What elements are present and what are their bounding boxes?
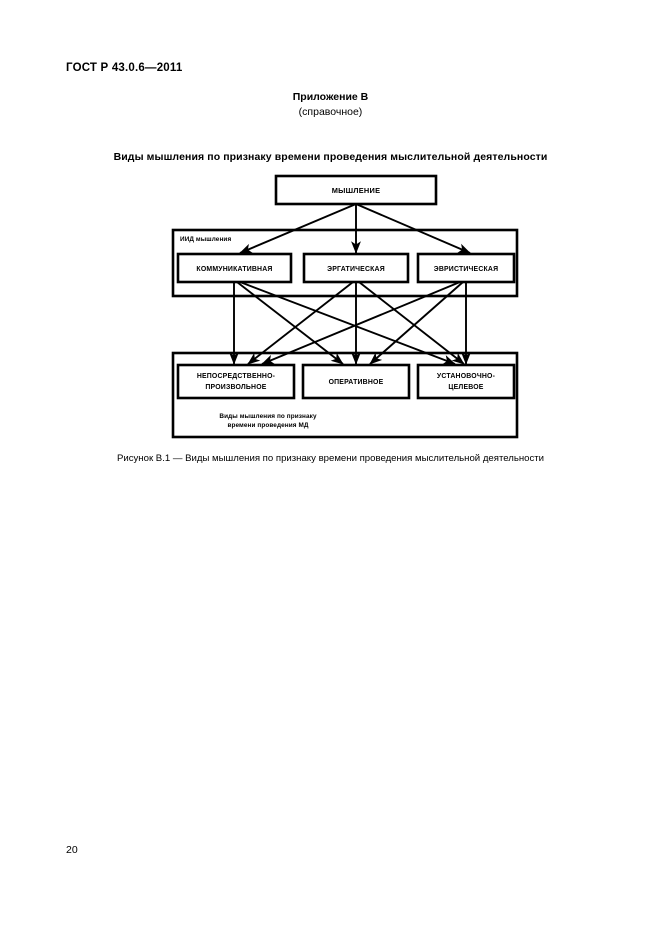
node-label-target-setting-line2: ЦЕЛЕВОЕ xyxy=(448,384,483,391)
node-label-target-setting-line1: УСТАНОВОЧНО- xyxy=(437,373,496,380)
group-label-types-line1: Виды мышления по признаку xyxy=(219,413,317,420)
thinking-types-diagram: ИИД мышления Виды мышления по признаку в… xyxy=(171,174,519,439)
node-box-direct-voluntary[interactable] xyxy=(176,363,296,400)
node-box-thinking[interactable] xyxy=(274,174,438,206)
node-box-target-setting[interactable] xyxy=(416,363,516,400)
group-label-iid: ИИД мышления xyxy=(180,236,231,243)
node-label-communicative: КОММУНИКАТИВНАЯ xyxy=(196,266,272,273)
node-label-direct-voluntary-line2: ПРОИЗВОЛЬНОЕ xyxy=(205,384,266,391)
node-box-operative[interactable] xyxy=(301,363,411,400)
standard-number: ГОСТ Р 43.0.6—2011 xyxy=(66,62,183,74)
edge-ergatic-to-direct xyxy=(247,281,354,365)
diagram-container: ИИД мышления Виды мышления по признаку в… xyxy=(0,168,661,448)
node-label-ergatic: ЭРГАТИЧЕСКАЯ xyxy=(327,266,385,273)
figure-title: Виды мышления по признаку времени провед… xyxy=(113,151,548,163)
node-box-communicative[interactable] xyxy=(176,252,293,284)
edge-heuristic-to-direct xyxy=(261,281,461,365)
node-label-operative: ОПЕРАТИВНОЕ xyxy=(329,379,384,386)
node-box-heuristic[interactable] xyxy=(416,252,516,284)
group-label-types-line2: времени проведения МД xyxy=(227,422,308,429)
annex-heading: Приложение В (справочное) xyxy=(0,90,661,120)
edge-communicative-to-operative xyxy=(236,281,344,365)
annex-subtitle: (справочное) xyxy=(298,106,363,118)
edge-communicative-to-target xyxy=(239,281,456,365)
node-label-direct-voluntary-line1: НЕПОСРЕДСТВЕННО- xyxy=(197,373,276,380)
edge-root-to-communicative xyxy=(239,203,357,254)
annex-title: Приложение В xyxy=(292,91,369,103)
group-box-types xyxy=(171,351,519,439)
node-box-ergatic[interactable] xyxy=(302,252,410,284)
group-box-iid xyxy=(171,228,519,298)
node-label-heuristic: ЭВРИСТИЧЕСКАЯ xyxy=(434,266,499,273)
edge-root-to-heuristic xyxy=(355,203,471,254)
node-label-thinking: МЫШЛЕНИЕ xyxy=(332,186,381,195)
page-number: 20 xyxy=(66,844,78,856)
edge-heuristic-to-operative xyxy=(369,281,464,365)
edge-ergatic-to-target xyxy=(358,281,465,365)
figure-caption: Рисунок В.1 — Виды мышления по признаку … xyxy=(116,453,545,464)
